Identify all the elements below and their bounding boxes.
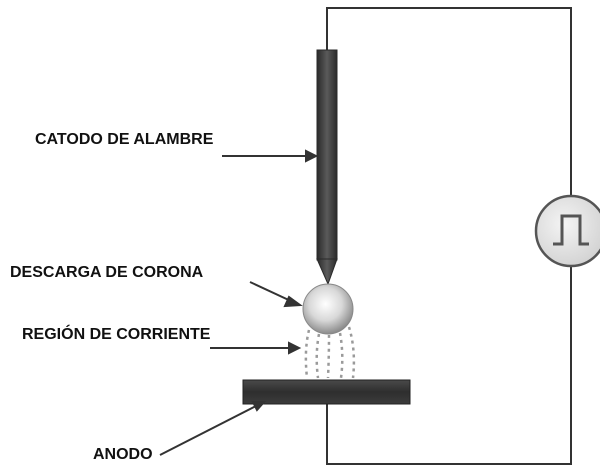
cathode-label: CATODO DE ALAMBRE bbox=[35, 131, 214, 148]
pulse-generator-icon bbox=[534, 194, 600, 268]
corona-label: DESCARGA DE CORONA bbox=[10, 264, 204, 281]
current-region-label: REGIÓN DE CORRIENTE bbox=[22, 326, 211, 343]
current-region-streamers bbox=[304, 326, 356, 379]
anode-label: ANODO bbox=[93, 446, 153, 463]
corona-discharge-glow bbox=[302, 283, 354, 335]
anode-plate bbox=[242, 379, 411, 405]
circuit-wire bbox=[326, 7, 572, 465]
wire-cathode bbox=[316, 49, 338, 286]
label-arrows bbox=[159, 149, 319, 456]
